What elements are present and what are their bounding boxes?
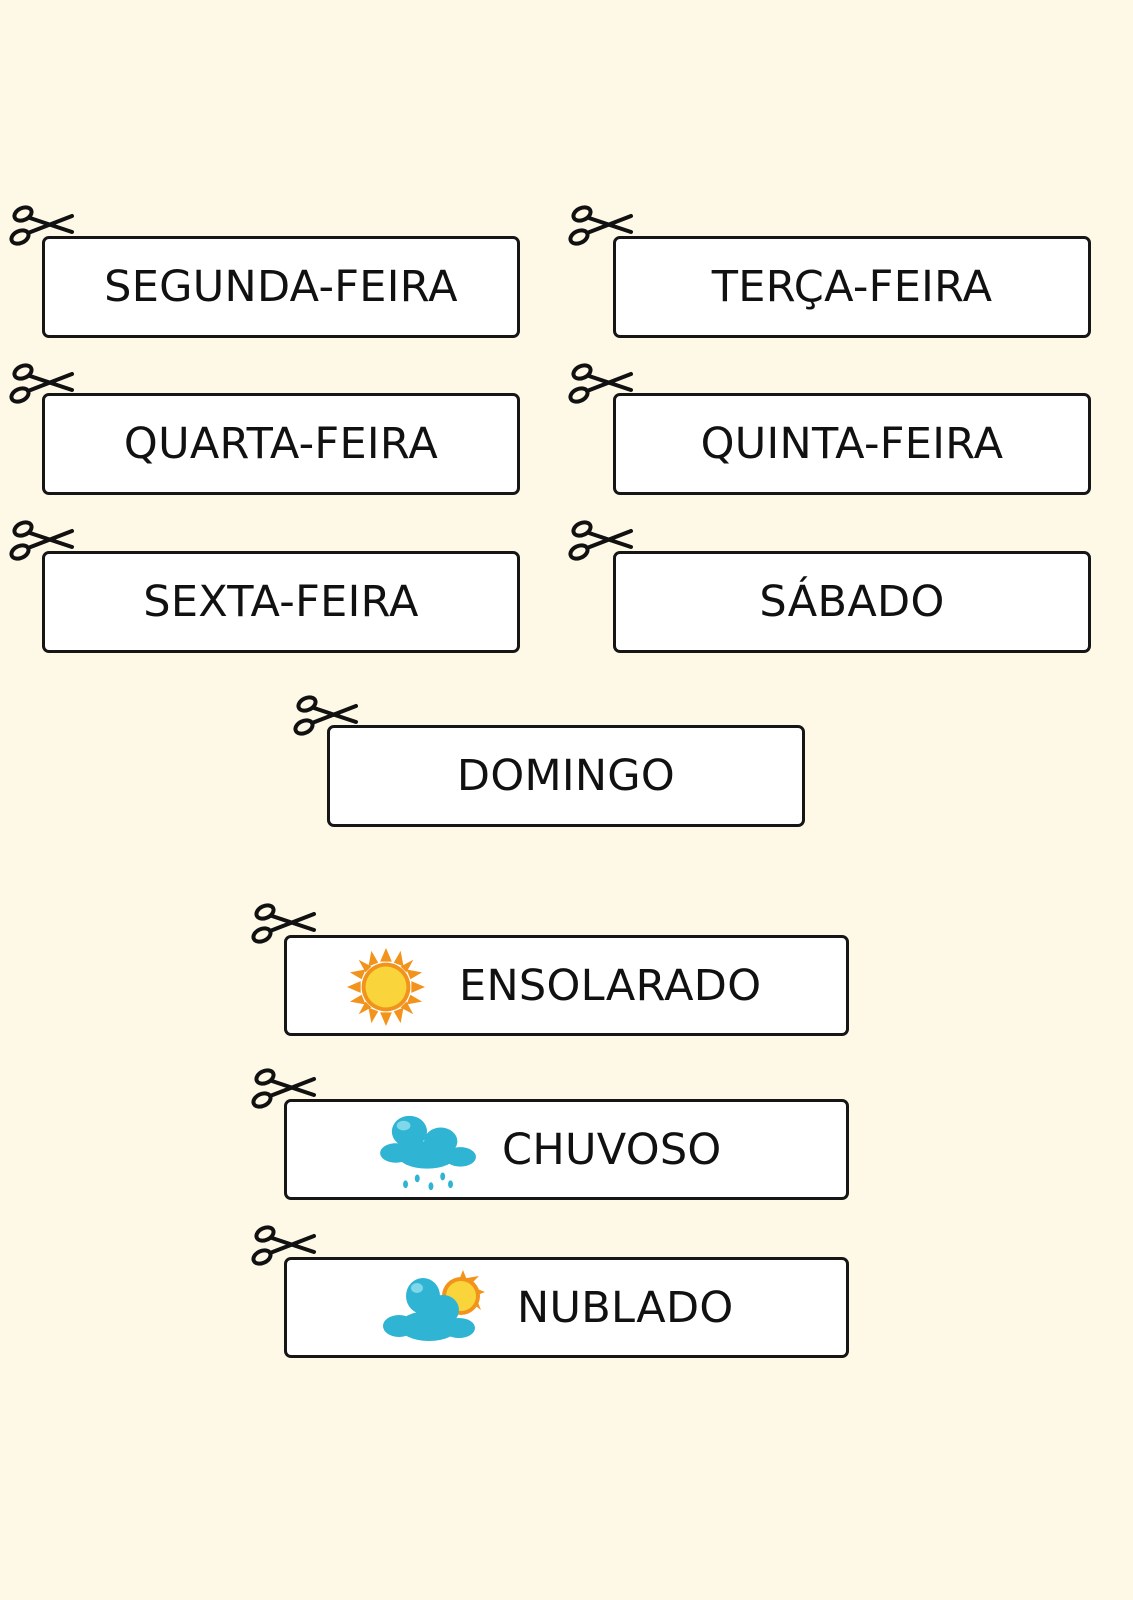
day-label: QUINTA-FEIRA [700, 419, 1004, 469]
day-label: TERÇA-FEIRA [711, 262, 993, 312]
day-label: QUARTA-FEIRA [123, 419, 439, 469]
weather-label: ENSOLARADO [459, 961, 762, 1011]
weather-label: CHUVOSO [502, 1125, 722, 1175]
weather-card-box: ENSOLARADO [284, 935, 849, 1036]
day-label: DOMINGO [456, 751, 676, 801]
weather-card-box: CHUVOSO [284, 1099, 849, 1200]
day-card-box: QUARTA-FEIRA [42, 393, 520, 495]
day-label: SEGUNDA-FEIRA [104, 262, 458, 312]
rain-cloud-icon [380, 1115, 476, 1191]
sun-icon [347, 948, 425, 1026]
day-card-box: TERÇA-FEIRA [613, 236, 1091, 338]
day-card-box: DOMINGO [327, 725, 805, 827]
cloud-sun-icon [383, 1270, 485, 1341]
day-card-box: SÁBADO [613, 551, 1091, 653]
weather-card-box: NUBLADO [284, 1257, 849, 1358]
day-label: SEXTA-FEIRA [143, 577, 419, 627]
weather-label: NUBLADO [517, 1283, 734, 1333]
day-card-box: QUINTA-FEIRA [613, 393, 1091, 495]
day-label: SÁBADO [759, 577, 945, 627]
day-card-box: SEGUNDA-FEIRA [42, 236, 520, 338]
day-card-box: SEXTA-FEIRA [42, 551, 520, 653]
